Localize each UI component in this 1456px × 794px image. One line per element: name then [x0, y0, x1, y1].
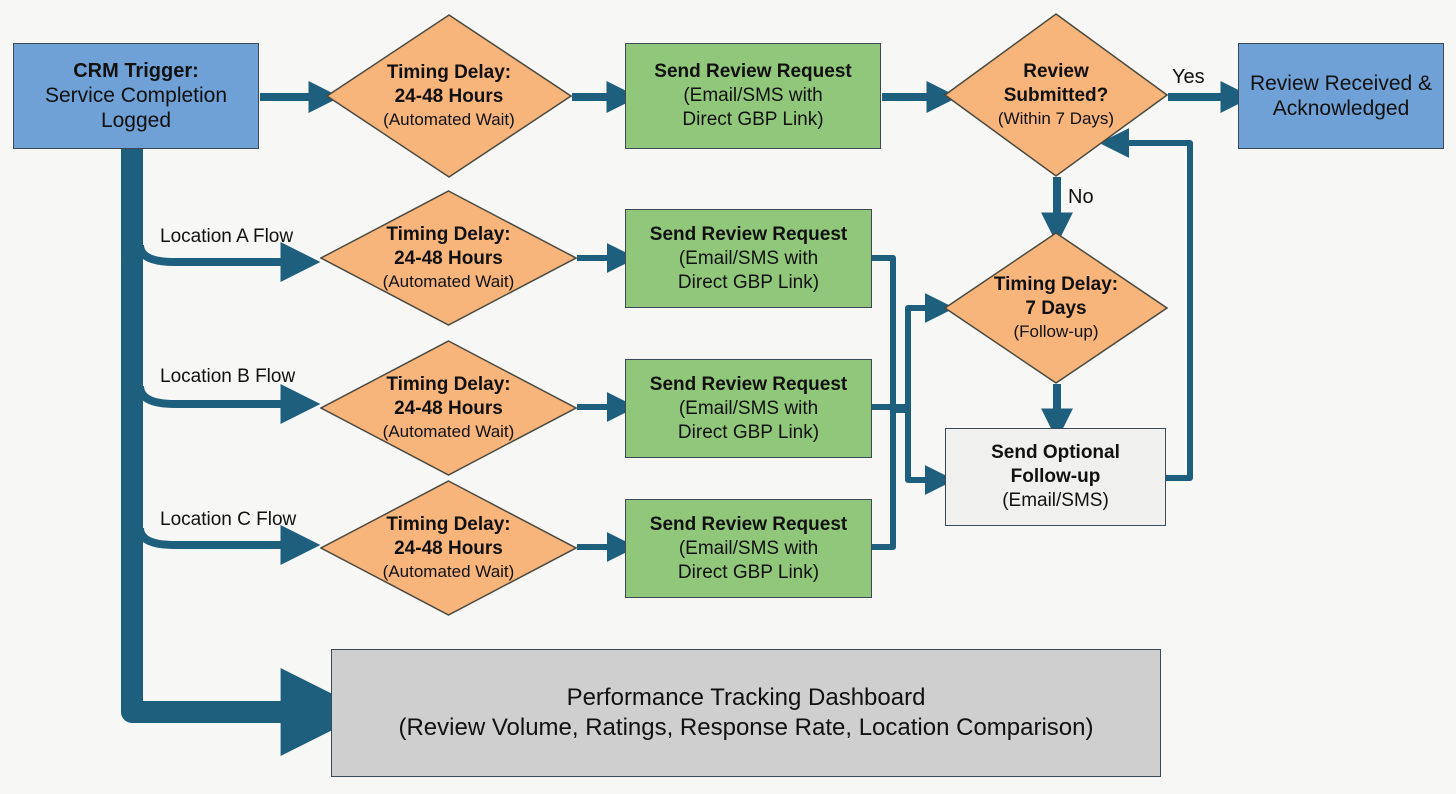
location-b-label: Location B Flow	[160, 366, 296, 387]
crm-trigger-line1: Service Completion	[44, 84, 228, 107]
location-b-delay-note: (Automated Wait)	[382, 422, 515, 441]
main-delay-title: Timing Delay:	[386, 62, 512, 83]
main-send-review-request-box: Send Review Request (Email/SMS with Dire…	[625, 43, 881, 149]
dashboard-title: Performance Tracking Dashboard	[566, 684, 926, 711]
followup-delay-value: 7 Days	[1025, 298, 1087, 319]
decision-title: Review	[1023, 61, 1089, 82]
location-a-delay-note: (Automated Wait)	[382, 272, 515, 291]
received-line2: Acknowledged	[1272, 97, 1410, 120]
location-b-delay-value: 24-48 Hours	[394, 398, 503, 419]
dashboard-subtitle: (Review Volume, Ratings, Response Rate, …	[398, 714, 1094, 741]
arrow-merge-to-followup-delay	[905, 293, 955, 410]
main-request-line2: Direct GBP Link)	[682, 109, 824, 130]
no-label: No	[1068, 186, 1094, 208]
location-a-timing-delay-diamond: Timing Delay: 24-48 Hours (Automated Wai…	[320, 190, 577, 326]
review-submitted-decision-diamond: Review Submitted? (Within 7 Days)	[944, 13, 1168, 177]
merge-from-a	[872, 255, 908, 413]
followup-note: (Email/SMS)	[1002, 490, 1109, 511]
location-c-send-review-request-box: Send Review Request (Email/SMS with Dire…	[625, 499, 872, 598]
crm-trigger-title: CRM Trigger:	[73, 60, 199, 82]
followup-delay-title: Timing Delay:	[993, 274, 1119, 295]
location-c-label: Location C Flow	[160, 509, 297, 530]
main-request-line1: (Email/SMS with	[683, 85, 823, 106]
branch-location-b	[136, 384, 321, 424]
location-c-timing-delay-diamond: Timing Delay: 24-48 Hours (Automated Wai…	[320, 480, 577, 616]
location-b-delay-title: Timing Delay:	[386, 374, 511, 395]
main-request-title: Send Review Request	[654, 61, 852, 82]
decision-value: Submitted?	[1003, 85, 1109, 106]
location-a-request-line1: (Email/SMS with	[678, 247, 819, 269]
main-delay-value: 24-48 Hours	[394, 86, 504, 107]
received-line1: Review Received &	[1249, 72, 1433, 95]
location-a-delay-title: Timing Delay:	[386, 224, 511, 245]
followup-title1: Send Optional	[991, 442, 1120, 463]
location-a-request-title: Send Review Request	[649, 223, 848, 245]
followup-delay-note: (Follow-up)	[1013, 322, 1099, 341]
location-a-delay-value: 24-48 Hours	[394, 248, 503, 269]
decision-note: (Within 7 Days)	[997, 109, 1115, 128]
merge-from-c	[872, 407, 908, 550]
location-a-label: Location A Flow	[160, 226, 294, 247]
location-b-send-review-request-box: Send Review Request (Email/SMS with Dire…	[625, 359, 872, 458]
location-c-delay-note: (Automated Wait)	[382, 562, 515, 581]
location-c-delay-value: 24-48 Hours	[394, 538, 503, 559]
location-a-send-review-request-box: Send Review Request (Email/SMS with Dire…	[625, 209, 872, 308]
review-received-box: Review Received & Acknowledged	[1238, 43, 1444, 149]
arrow-followup-loop-to-decision	[1099, 128, 1193, 481]
location-b-timing-delay-diamond: Timing Delay: 24-48 Hours (Automated Wai…	[320, 340, 577, 476]
arrow-merge-to-followup-box	[905, 410, 955, 495]
crm-trigger-line2: Logged	[100, 109, 172, 132]
branch-location-c	[136, 525, 321, 565]
main-timing-delay-diamond: Timing Delay: 24-48 Hours (Automated Wai…	[326, 14, 572, 178]
location-c-request-title: Send Review Request	[649, 513, 848, 535]
location-c-request-line2: Direct GBP Link)	[677, 561, 820, 583]
trigger-trunk	[121, 148, 285, 723]
location-c-delay-title: Timing Delay:	[386, 514, 511, 535]
crm-trigger-box: CRM Trigger: Service Completion Logged	[13, 43, 259, 149]
branch-location-a	[136, 242, 321, 282]
location-a-request-line2: Direct GBP Link)	[677, 271, 820, 293]
location-b-request-line2: Direct GBP Link)	[677, 421, 820, 443]
location-b-request-title: Send Review Request	[649, 373, 848, 395]
performance-tracking-dashboard-box: Performance Tracking Dashboard (Review V…	[331, 649, 1161, 777]
location-b-request-line1: (Email/SMS with	[678, 397, 819, 419]
followup-title2: Follow-up	[1010, 466, 1101, 487]
followup-timing-delay-diamond: Timing Delay: 7 Days (Follow-up)	[944, 232, 1168, 384]
location-c-request-line1: (Email/SMS with	[678, 537, 819, 559]
yes-label: Yes	[1172, 66, 1205, 88]
send-optional-followup-box: Send Optional Follow-up (Email/SMS)	[945, 428, 1166, 526]
main-delay-note: (Automated Wait)	[383, 110, 515, 129]
